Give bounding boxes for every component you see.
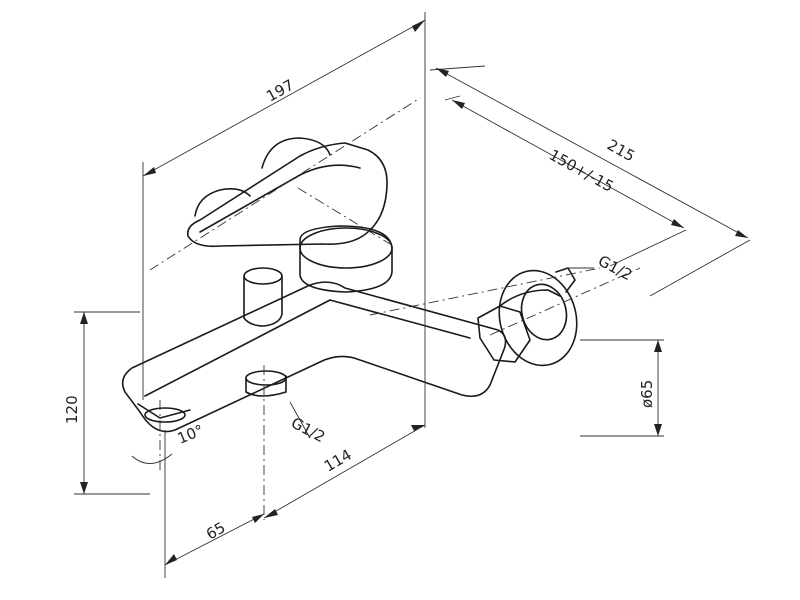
center-lines (149, 97, 641, 520)
label-width-overall: 197 (263, 76, 297, 106)
label-center-distance: 150+/-15 (546, 146, 617, 196)
label-spout-angle: 10° (175, 421, 206, 448)
label-spout-projection: 114 (321, 446, 355, 476)
label-outlet-thread: G1/2 (288, 414, 328, 447)
extension-lines (74, 12, 751, 578)
dimension-lines (83, 19, 749, 566)
label-depth-total: 215 (604, 136, 638, 166)
dimension-labels: 197 215 150+/-15 120 114 65 10° G1/2 G1/… (63, 76, 656, 544)
label-flange-diameter: ø65 (638, 380, 656, 408)
label-height: 120 (63, 395, 81, 424)
faucet-outline (121, 137, 578, 433)
arrowheads (80, 20, 748, 565)
label-spout-offset: 65 (203, 518, 229, 543)
